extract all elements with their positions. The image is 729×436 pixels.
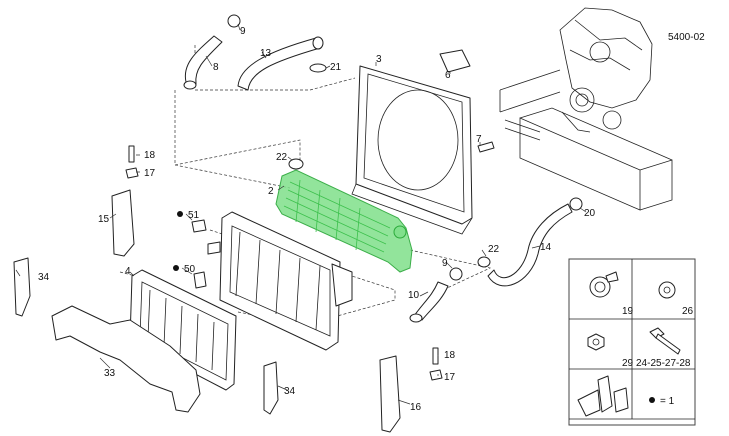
callout-3: 3 — [376, 54, 382, 65]
radiator-assembly — [219, 211, 353, 351]
callout-4: 4 — [125, 266, 131, 277]
callout-10: 10 — [408, 290, 420, 301]
bolt-part-7 — [477, 141, 495, 153]
callout-8: 8 — [213, 62, 219, 73]
callout-7: 7 — [476, 134, 482, 145]
bracket-part-34-left — [13, 257, 31, 317]
legend-dot-equals: = 1 — [660, 396, 675, 407]
lower-frame-part-33 — [51, 305, 201, 413]
seal-part-22-upper — [288, 158, 304, 170]
callout-22-upper: 22 — [276, 152, 288, 163]
legend-box: 19 26 29 24-25-27-28 = 1 — [568, 258, 696, 426]
legend-26: 26 — [682, 306, 694, 317]
gasket-part-6 — [439, 49, 471, 73]
callout-20: 20 — [584, 208, 596, 219]
callout-33: 33 — [104, 368, 116, 379]
callout-15: 15 — [98, 214, 110, 225]
fastener-part-51 — [177, 211, 221, 255]
callout-21: 21 — [330, 62, 342, 73]
clamp-part-9 — [227, 14, 241, 28]
seal-part-22-lower — [477, 256, 491, 268]
hose-clamp-icon — [589, 271, 619, 298]
fastener-part-50 — [173, 265, 207, 289]
callout-2: 2 — [268, 186, 274, 197]
page-code: 5400-02 — [668, 32, 705, 43]
callout-34-right: 34 — [284, 386, 296, 397]
hose-part-8 — [183, 35, 223, 90]
bolt-icon — [649, 327, 681, 355]
callout-18-lower: 18 — [444, 350, 456, 361]
callout-17-lower: 17 — [444, 372, 456, 383]
intercooler-part-2-highlighted — [275, 169, 413, 273]
engine-block — [559, 7, 653, 133]
callout-18-upper: 18 — [144, 150, 156, 161]
callout-17-upper: 17 — [144, 168, 156, 179]
clamp-part-20 — [569, 197, 583, 211]
bracket-part-34-right — [263, 361, 279, 415]
callout-50: 50 — [184, 264, 196, 275]
callout-13: 13 — [260, 48, 272, 59]
hose-part-14 — [487, 203, 573, 287]
callout-6: 6 — [445, 70, 451, 81]
hose-part-10 — [409, 281, 449, 323]
callout-34-left: 34 — [38, 272, 50, 283]
callout-9: 9 — [240, 26, 246, 37]
bolt-part-18-lower — [429, 347, 443, 381]
fan-shroud-part-3 — [351, 65, 473, 235]
bolt-part-18-upper — [125, 145, 139, 179]
bracket-part-16 — [379, 355, 401, 433]
bracket-part-15 — [111, 189, 135, 257]
bracket-assembly-icon — [577, 375, 629, 417]
legend-19: 19 — [622, 306, 634, 317]
chassis-frame — [499, 69, 673, 211]
hose-part-13 — [237, 36, 324, 91]
legend-24-28: 24-25-27-28 — [636, 358, 691, 369]
callout-16: 16 — [410, 402, 422, 413]
callout-51: 51 — [188, 210, 200, 221]
nut-icon — [587, 333, 605, 351]
callout-14: 14 — [540, 242, 552, 253]
callout-9-lower: 9 — [442, 258, 448, 269]
legend-29: 29 — [622, 358, 634, 369]
dot-symbol-icon — [649, 397, 655, 403]
callout-22-lower: 22 — [488, 244, 500, 255]
clamp-part-21 — [309, 63, 327, 73]
washer-icon — [658, 281, 676, 299]
condenser-part-4 — [129, 269, 237, 391]
leader-lines — [15, 23, 587, 405]
clamp-part-9-lower — [449, 267, 463, 281]
